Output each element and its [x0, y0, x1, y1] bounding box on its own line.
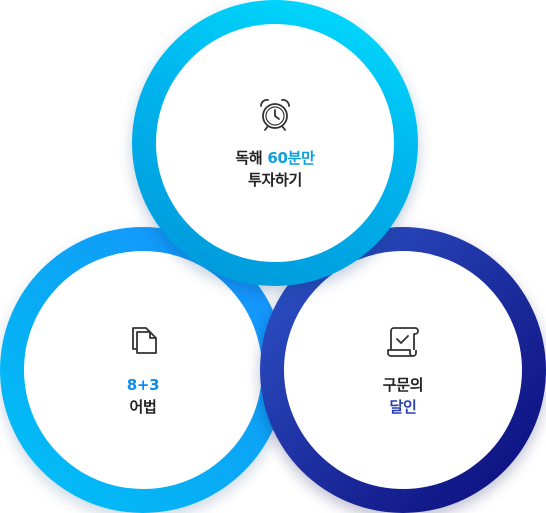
- scroll-check-icon: [387, 327, 419, 357]
- circle-left-line2: 어법: [129, 398, 157, 416]
- circle-top-line1-plain: 독해: [235, 149, 268, 167]
- circle-syntax-master: 구문의 달인: [260, 227, 546, 513]
- document-icon: [132, 327, 157, 354]
- circle-top-line1: 독해 60분만: [235, 147, 315, 169]
- circle-right-line1: 구문의: [382, 376, 424, 394]
- circle-right-inner: 구문의 달인: [284, 251, 522, 489]
- circle-top-inner: 독해 60분만 투자하기: [156, 24, 394, 262]
- alarm-clock-icon: [260, 99, 290, 131]
- circle-reading-60min: 독해 60분만 투자하기: [132, 0, 418, 286]
- circle-left-line1: 8+3: [126, 376, 160, 394]
- circle-right-line2: 달인: [389, 398, 417, 416]
- circle-top-line1-accent: 60분만: [267, 149, 315, 167]
- circle-top-line2: 투자하기: [247, 171, 302, 189]
- circle-left-inner: 8+3 어법: [24, 251, 262, 489]
